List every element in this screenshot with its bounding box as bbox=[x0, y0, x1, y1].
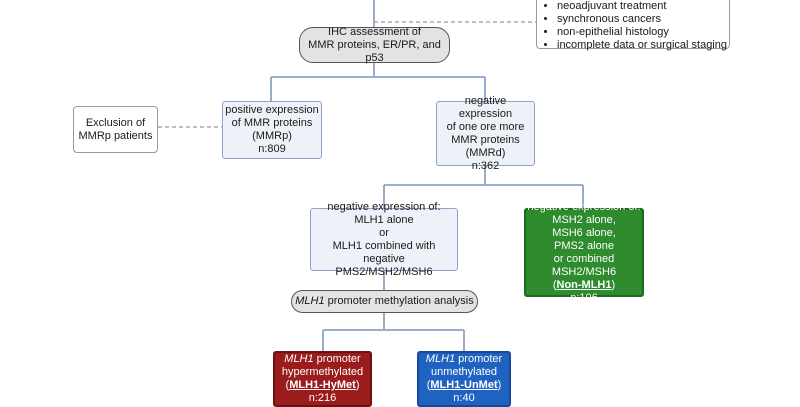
mmrd-line-2: of one ore more bbox=[446, 120, 525, 133]
unmet-node: MLH1 promoter unmethylated (MLH1-UnMet) … bbox=[417, 351, 511, 407]
non-mlh1-line-5: or combined MSH2/MSH6 bbox=[551, 252, 617, 278]
mmrd-line-4: (MMRd) bbox=[465, 146, 506, 159]
mlh1-group-line-4: MLH1 combined with negative bbox=[332, 239, 436, 265]
exclusion-criteria-list: neoadjuvant treatment synchronous cancer… bbox=[537, 0, 729, 52]
mmrp-line-2: of MMR proteins bbox=[231, 117, 313, 129]
exclusion-item: synchronous cancers bbox=[557, 13, 729, 26]
mlh1-group-line-5: PMS2/MSH2/MSH6 bbox=[335, 265, 433, 278]
exclusion-item: neoadjuvant treatment bbox=[557, 0, 729, 13]
mmrd-count: n:362 bbox=[471, 159, 500, 172]
hymet-count: n:216 bbox=[308, 392, 337, 404]
mmrd-line-3: MMR proteins bbox=[451, 133, 520, 146]
non-mlh1-line-2: MSH2 alone, bbox=[552, 213, 616, 226]
mmrp-count: n:809 bbox=[258, 143, 286, 155]
ihc-line-1: IHC assessment of bbox=[328, 25, 421, 38]
mmrp-line-3: (MMRp) bbox=[252, 130, 292, 142]
non-mlh1-line-4: PMS2 alone bbox=[554, 239, 614, 252]
non-mlh1-line-1: negative expression of: bbox=[527, 200, 641, 213]
ihc-assessment-node: IHC assessment of MMR proteins, ER/PR, a… bbox=[299, 25, 450, 64]
non-mlh1-label: Non-MLH1 bbox=[556, 278, 612, 291]
methylation-rest: promoter methylation analysis bbox=[324, 295, 474, 307]
hymet-node: MLH1 promoter hypermethylated (MLH1-HyMe… bbox=[273, 351, 372, 407]
hymet-line-1-rest: promoter bbox=[313, 353, 361, 365]
unmet-line-1-rest: promoter bbox=[455, 353, 503, 365]
methylation-gene: MLH1 bbox=[295, 295, 325, 307]
methylation-analysis-node: MLH1 promoter methylation analysis bbox=[291, 290, 478, 313]
exclusion-mmrp-node: Exclusion of MMRp patients bbox=[73, 106, 158, 153]
exclusion-item: incomplete data or surgical staging bbox=[557, 39, 729, 52]
exclusion-criteria-box: neoadjuvant treatment synchronous cancer… bbox=[536, 0, 730, 52]
hymet-gene: MLH1 bbox=[284, 353, 314, 365]
hymet-label: MLH1-HyMet bbox=[289, 379, 356, 391]
mlh1-group-node: negative expression of: MLH1 alone or ML… bbox=[310, 201, 458, 278]
exclusion-mmrp-line-2: MMRp patients bbox=[78, 129, 153, 142]
hymet-label-line: (MLH1-HyMet) bbox=[285, 379, 360, 391]
mlh1-group-line-1: negative expression of: bbox=[327, 200, 441, 213]
exclusion-item: non-epithelial histology bbox=[557, 26, 729, 39]
non-mlh1-count: n:106 bbox=[570, 291, 598, 304]
ihc-line-2: MMR proteins, ER/PR, and p53 bbox=[308, 38, 441, 64]
hymet-line-2: hypermethylated bbox=[281, 366, 364, 378]
unmet-label-line: (MLH1-UnMet) bbox=[426, 379, 502, 391]
unmet-line-1: MLH1 promoter bbox=[426, 353, 502, 366]
mmrp-node: positive expression of MMR proteins (MMR… bbox=[222, 101, 322, 159]
mmrd-line-1: negative expression bbox=[458, 94, 513, 120]
non-mlh1-label-line: (Non-MLH1) bbox=[552, 278, 616, 291]
mmrp-line-1: positive expression bbox=[225, 104, 319, 116]
unmet-label: MLH1-UnMet bbox=[430, 379, 498, 391]
mmrd-node: negative expression of one ore more MMR … bbox=[436, 95, 535, 172]
unmet-count: n:40 bbox=[453, 392, 475, 404]
unmet-gene: MLH1 bbox=[425, 353, 456, 365]
unmet-line-2: unmethylated bbox=[430, 366, 498, 378]
non-mlh1-node: negative expression of: MSH2 alone, MSH6… bbox=[524, 201, 644, 304]
hymet-line-1: MLH1 promoter bbox=[284, 353, 360, 366]
exclusion-mmrp-line-1: Exclusion of bbox=[85, 116, 146, 129]
non-mlh1-line-3: MSH6 alone, bbox=[552, 226, 616, 239]
mlh1-group-line-2: MLH1 alone bbox=[354, 213, 414, 226]
mlh1-group-line-3: or bbox=[379, 226, 389, 239]
